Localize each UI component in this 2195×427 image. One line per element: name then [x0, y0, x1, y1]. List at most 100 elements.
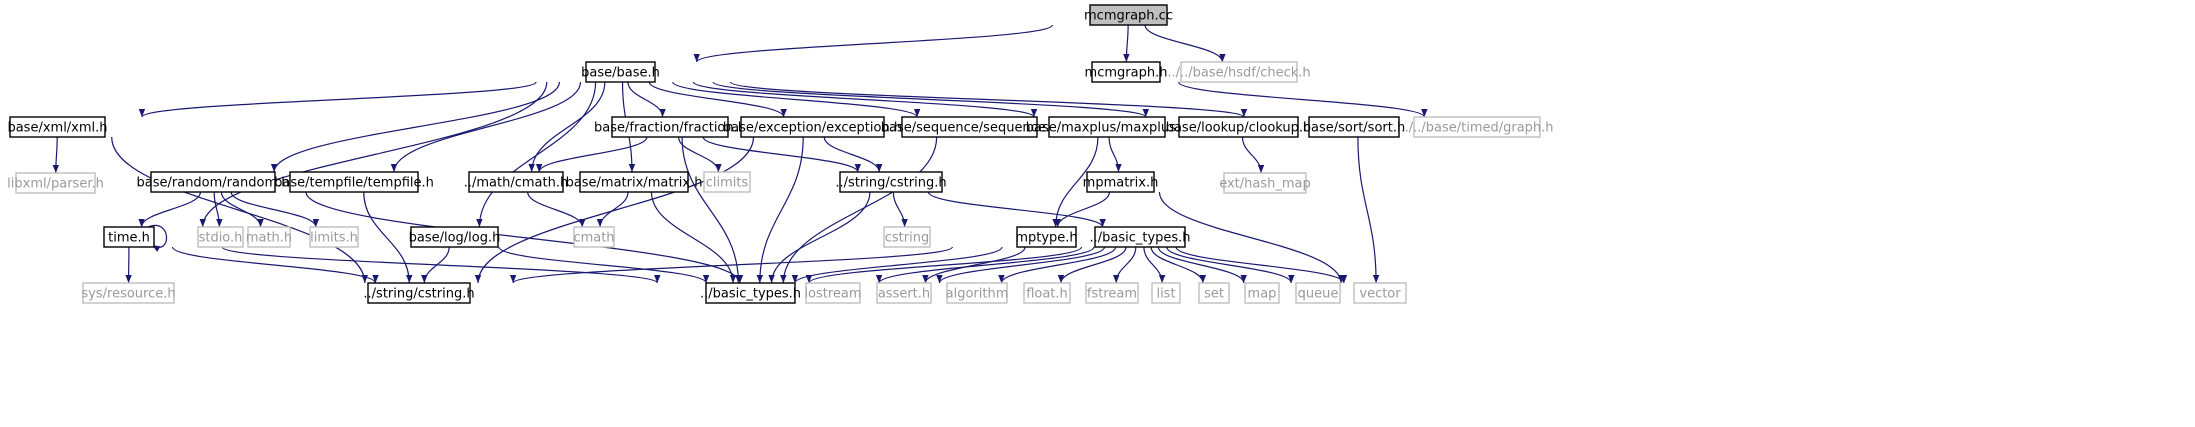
node-label: mcmgraph.h [1085, 66, 1168, 81]
node-timed-graph-h: ../../base/timed/graph.h [1400, 116, 1554, 138]
edge-maxplus_h-to-mpmatrix_h [1108, 136, 1122, 173]
edge-sequence_h-to-basic_types_h_bottom [780, 136, 938, 284]
node-box [468, 171, 564, 193]
edge-basic_types_h_top-to-vector [1175, 246, 1348, 284]
node-label: mcmgraph.cc [1084, 9, 1173, 24]
node-matrix-h[interactable]: base/matrix/matrix.h [566, 171, 703, 193]
node-random-h[interactable]: base/random/random.h [137, 171, 290, 193]
node-label: ../basic_types.h [1089, 231, 1190, 246]
edge-base_base_h-to-maxplus_h [692, 81, 1038, 118]
edge-mcmgraph_cc-to-base_base_h [693, 24, 1053, 63]
edge-mcmgraph_h-to-timed_graph_h [1178, 81, 1428, 118]
node-label: sys/resource.h [81, 287, 175, 302]
edge-math_cmath_h-to-cmath [527, 191, 586, 228]
node-tempfile-h[interactable]: base/tempfile/tempfile.h [274, 171, 434, 193]
edge-mptype_h-to-string_cstring_h_bottom [510, 246, 953, 284]
node-label: base/base.h [581, 66, 660, 81]
node-box [1308, 116, 1400, 138]
node-label: math.h [246, 231, 292, 246]
edge-base_base_h-to-tempfile_h [390, 81, 582, 173]
node-label: iostream [804, 287, 861, 302]
edge-base_base_h-to-log_h [476, 81, 597, 228]
node-box [1413, 116, 1541, 138]
edge-base_base_h-to-math_cmath_h [528, 81, 606, 173]
node-label: base/log/log.h [409, 231, 501, 246]
node-basic-types-h-top[interactable]: ../basic_types.h [1089, 226, 1191, 248]
node-box [705, 282, 796, 304]
node-label: base/random/random.h [137, 176, 290, 191]
node-label: base/sort/sort.h [1303, 121, 1405, 136]
node-fstream: fstream [1085, 282, 1139, 304]
node-sequence-h[interactable]: base/sequence/sequence.h [881, 116, 1058, 138]
node-box [1180, 61, 1298, 83]
edge-basic_types_h_top-to-iostream [875, 246, 1095, 284]
node-sort-h[interactable]: base/sort/sort.h [1303, 116, 1405, 138]
node-mptype-h[interactable]: mptype.h [1015, 226, 1078, 248]
node-base-base-h[interactable]: base/base.h [581, 61, 660, 83]
node-label: base/lookup/clookup.h [1166, 121, 1312, 136]
node-box [740, 116, 885, 138]
node-fraction-h[interactable]: base/fraction/fraction.h [594, 116, 746, 138]
node-box [1198, 282, 1230, 304]
edge-random_h-to-stdio_h [213, 191, 223, 228]
node-iostream: iostream [804, 282, 862, 304]
node-label: base/fraction/fraction.h [594, 121, 746, 136]
edge-mptype_h-to-assert_h [922, 246, 1026, 284]
node-maxplus-h[interactable]: base/maxplus/maxplus.h [1026, 116, 1189, 138]
edge-random_h-to-iostream [305, 191, 744, 284]
node-label: float.h [1026, 287, 1068, 302]
node-stdio-h: stdio.h [197, 226, 244, 248]
node-string-cstring-h[interactable]: ../string/cstring.h [835, 171, 947, 193]
edge-base_base_h-to-xml_h [138, 81, 537, 118]
node-label: vector [1359, 287, 1401, 302]
node-basic-types-h-bottom[interactable]: ../basic_types.h [700, 282, 801, 304]
edge-tempfile_h-to-string_cstring_h_bottom [363, 191, 413, 284]
edge-fraction_h-to-math_cmath_h [535, 136, 648, 173]
node-label: limits.h [310, 231, 358, 246]
node-box [150, 171, 276, 193]
node-xml-h[interactable]: base/xml/xml.h [7, 116, 108, 138]
edge-basic_types_h_top-to-algorithm [998, 246, 1117, 284]
edge-matrix_h-to-basic_types_h_bottom [650, 191, 737, 284]
edge-mpmatrix_h-to-vector [1158, 191, 1345, 284]
node-box [946, 282, 1008, 304]
edge-fraction_h-to-basic_types_h_bottom [681, 136, 742, 284]
edge-exception_h-to-string_cstring_h_bottom [474, 136, 755, 284]
edge-random_h-to-time_h [138, 191, 201, 228]
node-label: algorithm [946, 287, 1009, 302]
edge-base_base_h-to-random_h [270, 81, 560, 173]
node-string-cstring-h-bottom[interactable]: ../string/cstring.h [363, 282, 475, 304]
node-clookup-h[interactable]: base/lookup/clookup.h [1166, 116, 1312, 138]
node-assert-h: assert.h [876, 282, 932, 304]
edge-base_base_h-to-fraction_h [627, 81, 666, 118]
node-math-cmath-h[interactable]: ../math/cmath.h [464, 171, 568, 193]
node-log-h[interactable]: base/log/log.h [409, 226, 501, 248]
node-mpmatrix-h[interactable]: mpmatrix.h [1083, 171, 1159, 193]
node-label: ../basic_types.h [700, 287, 801, 302]
edge-time_h-to-basic_types_h_bottom [221, 246, 661, 284]
node-check-h: ../../base/hsdf/check.h [1167, 61, 1311, 83]
node-box [103, 226, 155, 248]
edges-layer [52, 24, 1428, 284]
node-mcmgraph-cc[interactable]: mcmgraph.cc [1084, 4, 1173, 26]
node-box [579, 171, 689, 193]
node-time-h[interactable]: time.h [103, 226, 155, 248]
edge-mcmgraph_cc-to-check_h [1144, 24, 1226, 63]
node-box [1089, 4, 1168, 26]
node-algorithm: algorithm [946, 282, 1009, 304]
node-box [703, 171, 751, 193]
node-label: cmath [573, 231, 614, 246]
node-mcmgraph-h[interactable]: mcmgraph.h [1085, 61, 1168, 83]
node-exception-h[interactable]: base/exception/exception.h [723, 116, 902, 138]
edge-clookup_h-to-hash_map [1241, 136, 1265, 174]
node-box [1223, 172, 1307, 194]
node-label: base/tempfile/tempfile.h [274, 176, 434, 191]
edge-basic_types_h_top-to-fstream [1113, 246, 1137, 284]
node-box [839, 171, 943, 193]
node-box [197, 226, 244, 248]
edge-xml_h-to-string_cstring_h_bottom [111, 136, 368, 284]
node-box [247, 226, 291, 248]
edge-sort_h-to-vector [1357, 136, 1380, 284]
